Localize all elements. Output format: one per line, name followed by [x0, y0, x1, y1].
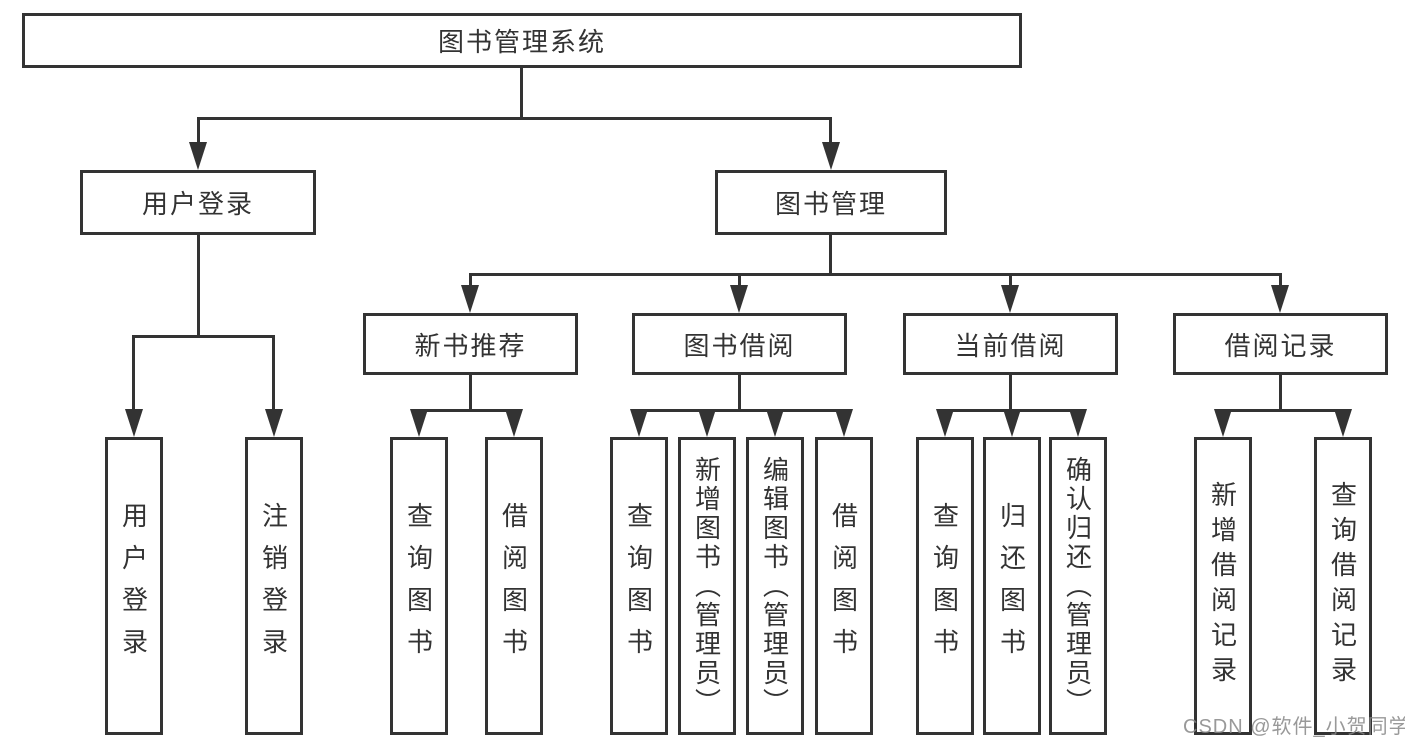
arrowhead-icon — [1214, 409, 1232, 437]
node-borrow-records: 借阅记录 — [1173, 313, 1388, 375]
node-label: 借阅图书 — [828, 502, 859, 670]
node-label: 新增借阅记录 — [1207, 481, 1238, 691]
watermark: CSDN @软件_小贺同学 — [1183, 716, 1405, 738]
leaf-edit-book-admin: 编辑图书（管理员） — [746, 437, 804, 735]
connector-line — [469, 375, 472, 412]
leaf-borrow-book: 借阅图书 — [815, 437, 873, 735]
connector-line — [132, 335, 275, 338]
node-label: 图书管理 — [774, 189, 887, 219]
connector-line — [417, 409, 516, 412]
node-current-borrow: 当前借阅 — [903, 313, 1118, 375]
arrowhead-icon — [1271, 285, 1289, 313]
node-label: 借阅图书 — [498, 502, 529, 670]
connector-line — [132, 335, 135, 412]
leaf-query-borrow-record: 查询借阅记录 — [1314, 437, 1372, 735]
arrowhead-icon — [630, 409, 648, 437]
node-label: 编辑图书（管理员） — [759, 455, 790, 717]
connector-line — [738, 375, 741, 412]
connector-line — [272, 335, 275, 412]
node-label: 注销登录 — [258, 502, 289, 670]
node-label: 查询图书 — [929, 502, 960, 670]
arrowhead-icon — [1003, 409, 1021, 437]
arrowhead-icon — [698, 409, 716, 437]
leaf-query-book-current: 查询图书 — [916, 437, 974, 735]
arrowhead-icon — [189, 142, 207, 170]
arrowhead-icon — [730, 285, 748, 313]
arrowhead-icon — [1069, 409, 1087, 437]
node-label: 新增图书（管理员） — [691, 455, 722, 717]
connector-line — [1279, 375, 1282, 412]
node-user-login: 用户登录 — [80, 170, 316, 235]
arrowhead-icon — [1001, 285, 1019, 313]
node-label: 图书借阅 — [683, 330, 796, 361]
node-label: 归还图书 — [996, 502, 1027, 670]
arrowhead-icon — [410, 409, 428, 437]
node-label: 图书管理系统 — [437, 27, 606, 57]
node-label: 借阅记录 — [1224, 330, 1337, 361]
connector-line — [1221, 409, 1345, 412]
node-library-system: 图书管理系统 — [22, 13, 1022, 68]
leaf-logout: 注销登录 — [245, 437, 303, 735]
connector-line — [1009, 375, 1012, 412]
connector-line — [829, 235, 832, 276]
connector-line — [469, 273, 1282, 276]
connector-line — [520, 68, 523, 117]
connector-line — [197, 117, 832, 120]
leaf-query-book-borrow: 查询图书 — [610, 437, 668, 735]
arrowhead-icon — [265, 409, 283, 437]
connector-line — [829, 117, 832, 145]
connector-line — [197, 235, 200, 338]
node-label: 查询图书 — [623, 502, 654, 670]
arrowhead-icon — [505, 409, 523, 437]
node-book-management: 图书管理 — [715, 170, 947, 235]
leaf-add-borrow-record: 新增借阅记录 — [1194, 437, 1252, 735]
leaf-borrow-book-recommend: 借阅图书 — [485, 437, 543, 735]
connector-line — [197, 117, 200, 145]
arrowhead-icon — [936, 409, 954, 437]
node-label: 查询借阅记录 — [1327, 481, 1358, 691]
node-label: 用户登录 — [118, 502, 149, 670]
arrowhead-icon — [461, 285, 479, 313]
arrowhead-icon — [1334, 409, 1352, 437]
connector-line — [738, 273, 741, 289]
arrowhead-icon — [822, 142, 840, 170]
arrowhead-icon — [125, 409, 143, 437]
node-label: 确认归还（管理员） — [1062, 455, 1093, 717]
leaf-query-book-recommend: 查询图书 — [390, 437, 448, 735]
node-label: 新书推荐 — [414, 330, 527, 361]
node-label: 当前借阅 — [954, 330, 1067, 361]
leaf-user-login: 用户登录 — [105, 437, 163, 735]
node-new-book-recommend: 新书推荐 — [363, 313, 578, 375]
node-book-borrow: 图书借阅 — [632, 313, 847, 375]
arrowhead-icon — [766, 409, 784, 437]
arrowhead-icon — [835, 409, 853, 437]
node-label: 查询图书 — [403, 502, 434, 670]
connector-line — [469, 273, 472, 289]
connector-line — [1279, 273, 1282, 289]
leaf-return-book: 归还图书 — [983, 437, 1041, 735]
leaf-confirm-return-admin: 确认归还（管理员） — [1049, 437, 1107, 735]
leaf-add-book-admin: 新增图书（管理员） — [678, 437, 736, 735]
connector-line — [1009, 273, 1012, 289]
node-label: 用户登录 — [141, 189, 254, 219]
connector-line — [637, 409, 846, 412]
